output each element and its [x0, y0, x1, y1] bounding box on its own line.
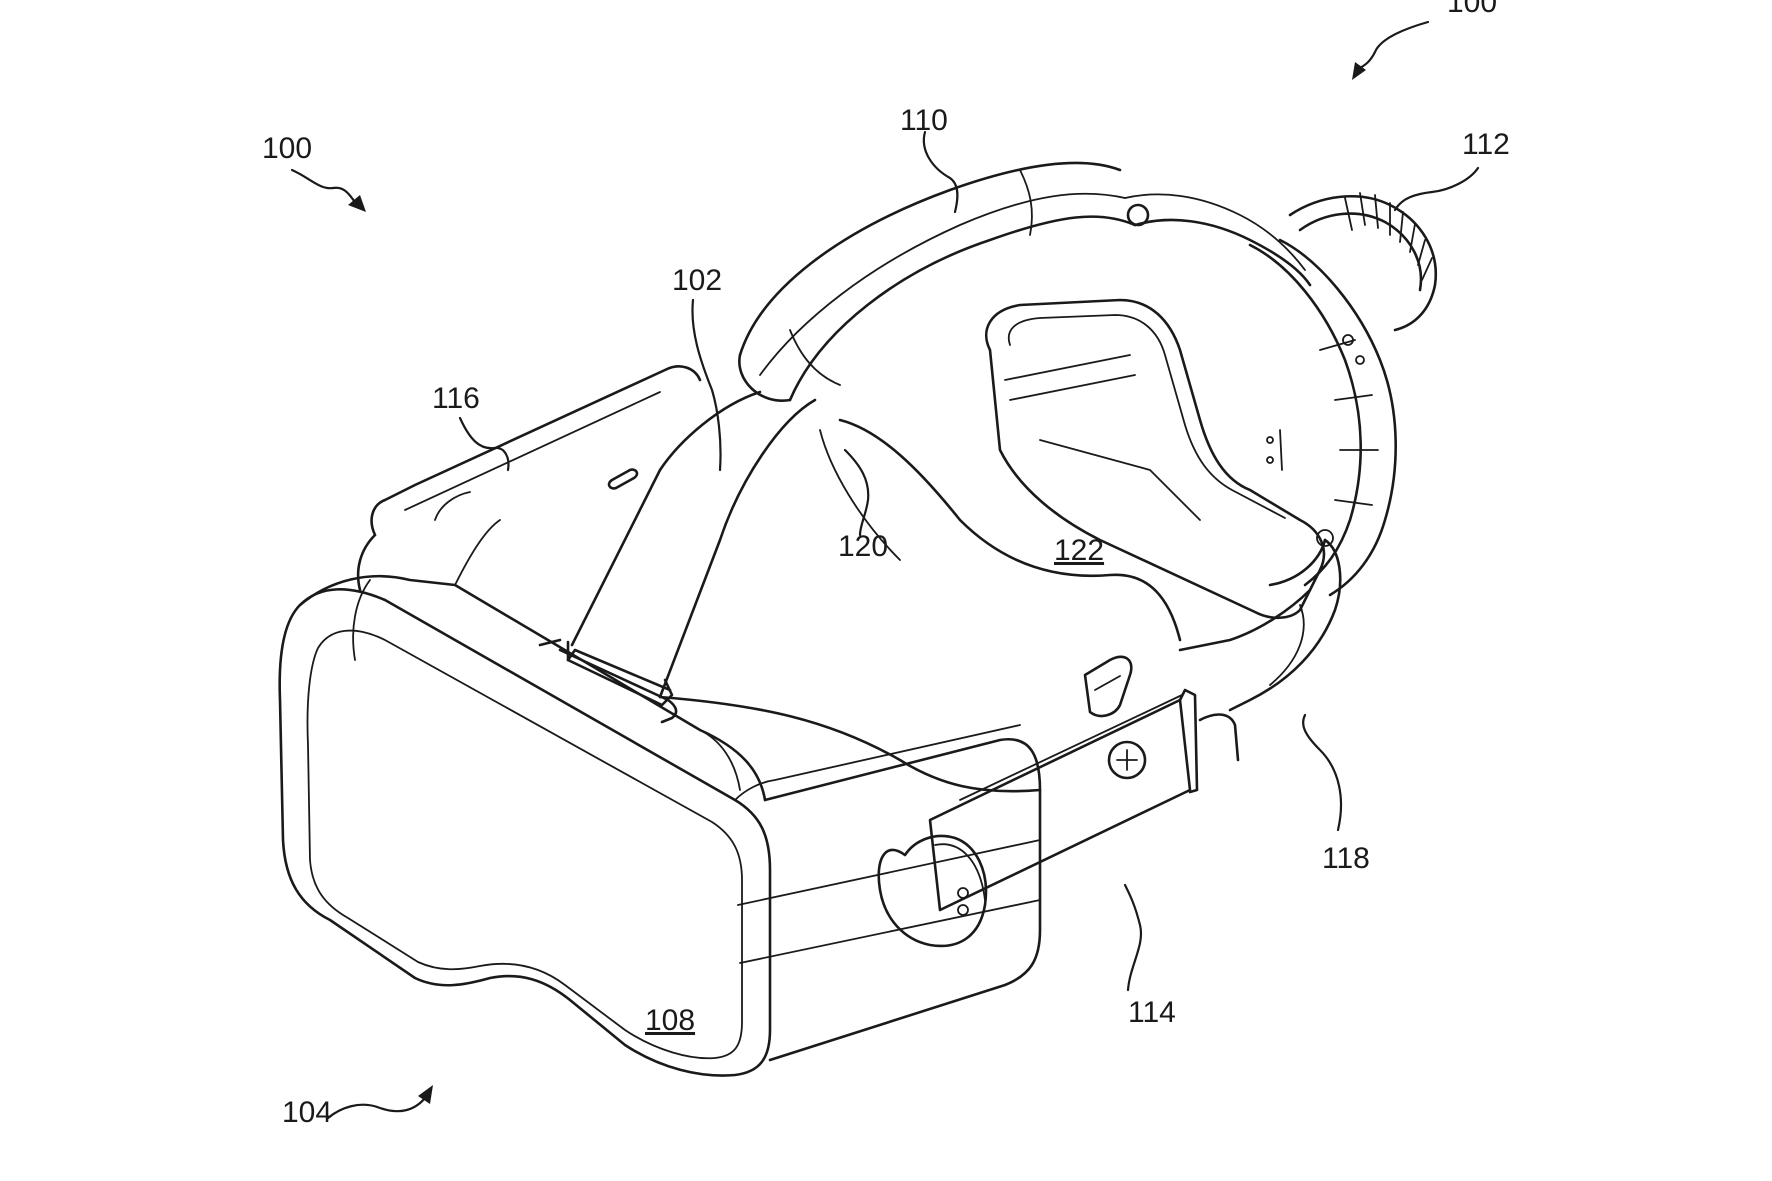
reference-labels: 100 100 110 112 102 116 120 122 118 114 …: [262, 0, 1510, 1129]
label-122: 122: [1054, 534, 1104, 567]
label-100-top-right: 100: [1447, 0, 1497, 19]
side-arm: [877, 529, 1342, 948]
front-housing: [278, 365, 1042, 1077]
label-118: 118: [1322, 842, 1370, 875]
face-interior: [658, 298, 1326, 793]
label-100-top-left: 100: [262, 132, 312, 165]
label-120: 120: [838, 530, 888, 563]
label-116: 116: [432, 382, 480, 415]
rear-dial-assembly: [1248, 192, 1438, 597]
label-110: 110: [900, 104, 948, 137]
label-112: 112: [1462, 128, 1510, 161]
label-114: 114: [1128, 996, 1176, 1029]
label-108: 108: [645, 1004, 695, 1037]
headband: [738, 161, 1312, 402]
leader-lines: [290, 20, 1480, 1120]
label-102: 102: [672, 264, 722, 297]
top-strap: [538, 390, 817, 724]
label-104: 104: [282, 1096, 332, 1129]
